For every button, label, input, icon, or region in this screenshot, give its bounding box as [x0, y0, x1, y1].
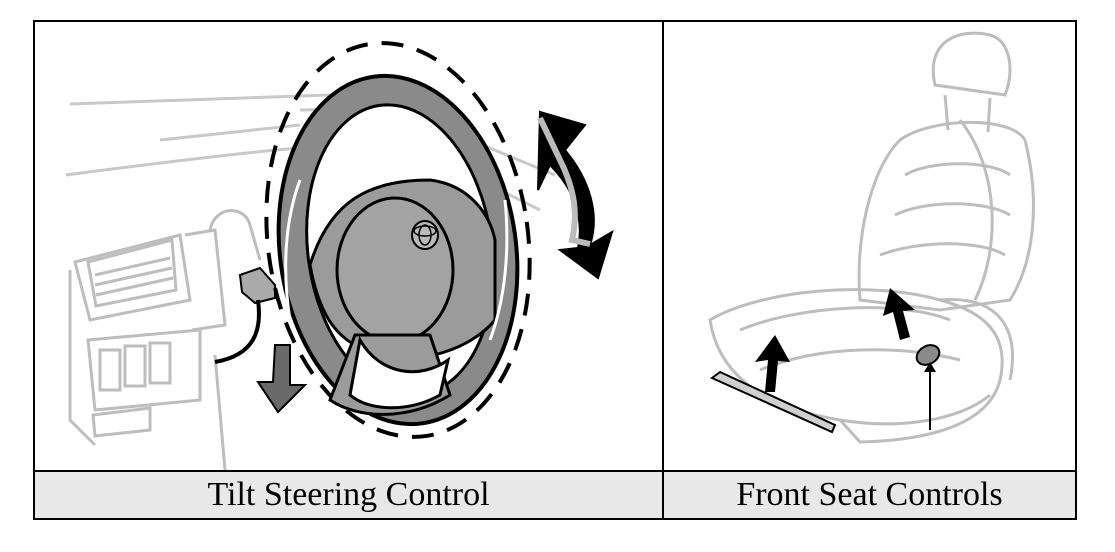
caption-tilt-steering: Tilt Steering Control [35, 472, 662, 518]
steering-wheel [276, 73, 520, 427]
car-seat [708, 31, 1035, 444]
rear-lift-arrow [883, 288, 915, 340]
caption-front-seat: Front Seat Controls [664, 472, 1075, 518]
panel-divider [662, 20, 664, 520]
seat-lever [915, 344, 941, 430]
figure-frame [33, 20, 1077, 520]
front-lift-arrow [755, 335, 790, 392]
tilt-lever [214, 266, 276, 364]
center-console [68, 209, 262, 471]
tilt-arrow [537, 110, 614, 280]
lever-down-arrow [256, 344, 308, 414]
wheel-emblem-icon [411, 220, 439, 250]
caption-divider [33, 470, 1077, 472]
seat-rail [710, 370, 837, 434]
tilt-range-path [264, 41, 532, 439]
